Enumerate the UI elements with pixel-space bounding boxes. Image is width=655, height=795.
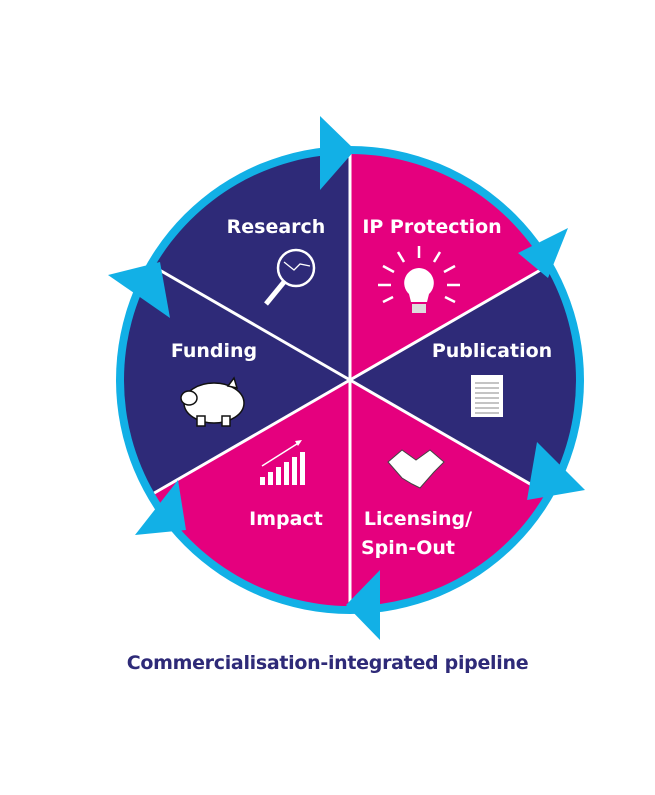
segment-divider [349, 265, 547, 382]
segment-label-ip-protection: IP Protection [362, 216, 501, 238]
cycle-arrow-upper-left [108, 262, 170, 318]
segment-funding [123, 267, 350, 493]
segment-divider [349, 378, 547, 495]
segment-label-research: Research [227, 216, 326, 238]
lightbulb-icon [378, 246, 460, 313]
diagram-caption: Commercialisation-integrated pipeline [126, 652, 529, 674]
cycle-arrow-lower-left [135, 480, 186, 535]
cycle-arrow-top [320, 116, 355, 190]
segment-research [154, 154, 350, 380]
piggy-bank-icon [180, 376, 245, 427]
segment-divider [153, 378, 351, 495]
segment-label-publication: Publication [432, 340, 552, 362]
cycle-arrow-upper-right [518, 228, 568, 278]
segment-ip-protection [350, 154, 546, 380]
segment-impact [154, 380, 350, 606]
segment-publication [350, 267, 576, 493]
segment-label-spin-out: Spin-Out [361, 537, 455, 559]
segment-label-funding: Funding [171, 340, 257, 362]
segment-divider [153, 265, 351, 382]
growth-bar-chart-icon [260, 440, 305, 485]
handshake-icon [387, 449, 445, 489]
segment-licensing [350, 380, 546, 606]
segment-label-impact: Impact [249, 508, 323, 530]
cycle-arrow-lower-right [527, 442, 585, 500]
document-icon [471, 375, 503, 417]
cycle-arrow-bottom [346, 570, 380, 640]
segment-label-licensing: Licensing/ [364, 508, 472, 530]
magnifier-chart-icon [264, 248, 316, 306]
